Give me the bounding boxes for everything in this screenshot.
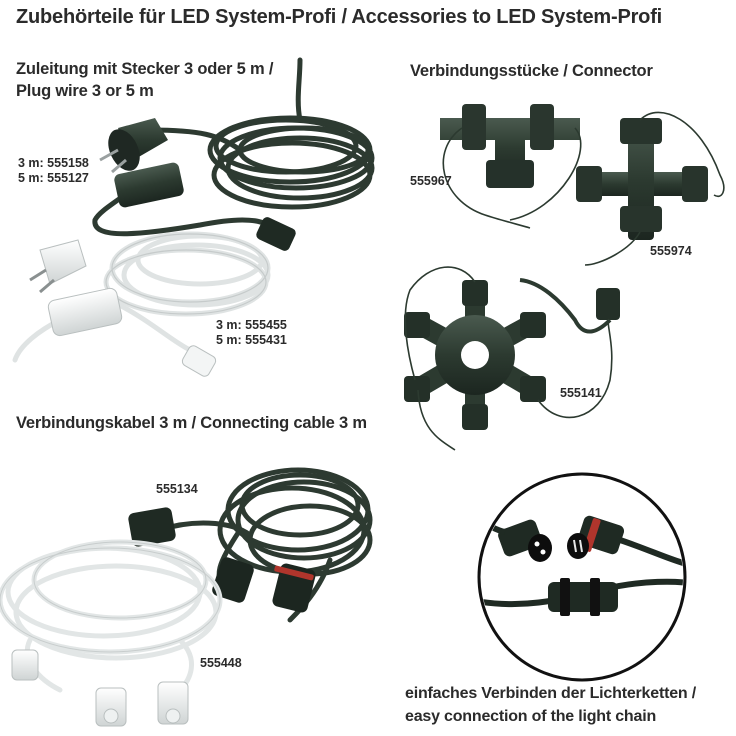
white-connecting-cable-code: 555448 — [200, 656, 242, 670]
white-connecting-cable-photo — [0, 539, 223, 727]
black-supply-code-3m: 3 m: 555158 — [18, 156, 89, 170]
cross-connector-code: 555974 — [650, 244, 692, 258]
supply-cable-heading-line2: Plug wire 3 or 5 m — [16, 82, 154, 100]
star-connector-code: 555141 — [560, 386, 602, 400]
black-supply-cable-photo — [92, 57, 375, 251]
white-supply-code-5m: 5 m: 555431 — [216, 333, 287, 347]
star-connector-photo — [404, 266, 620, 451]
connection-detail-circle — [477, 472, 687, 682]
detail-caption-line1: einfaches Verbinden der Lichterketten / — [405, 685, 696, 702]
white-supply-code-3m: 3 m: 555455 — [216, 318, 287, 332]
detail-caption-line2: easy connection of the light chain — [405, 708, 657, 725]
black-connecting-cable-photo — [128, 467, 373, 623]
supply-cable-heading-line1: Zuleitung mit Stecker 3 oder 5 m / — [16, 60, 274, 78]
cross-connector-photo — [576, 111, 725, 266]
page-title: Zubehörteile für LED System-Profi / Acce… — [16, 6, 663, 28]
connectors-heading: Verbindungsstücke / Connector — [410, 62, 653, 80]
black-supply-code-5m: 5 m: 555127 — [18, 171, 89, 185]
connecting-cable-heading: Verbindungskabel 3 m / Connecting cable … — [16, 414, 367, 432]
white-supply-cable-photo — [12, 231, 271, 377]
t-connector-code: 555967 — [410, 174, 452, 188]
black-connecting-cable-code: 555134 — [156, 482, 198, 496]
t-connector-photo — [440, 104, 582, 229]
